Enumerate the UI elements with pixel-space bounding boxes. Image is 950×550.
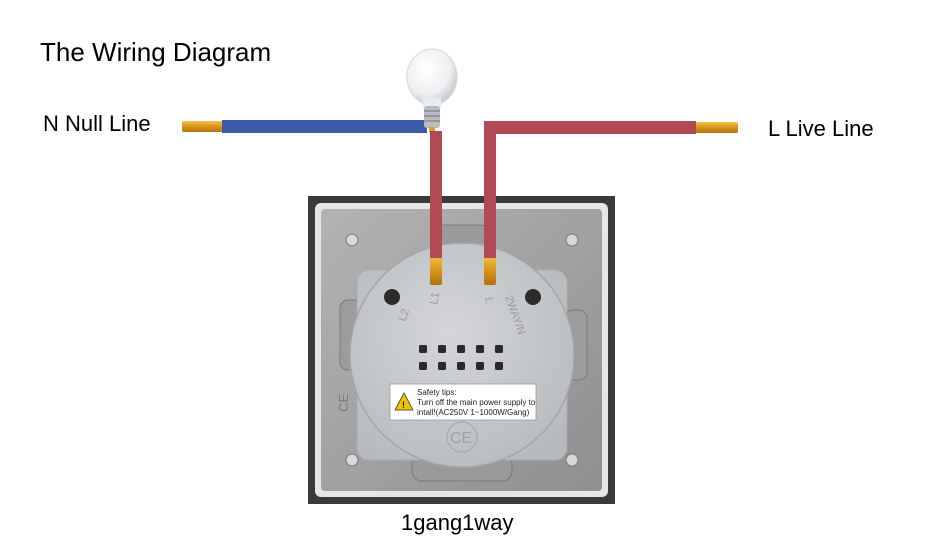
module-ce-mark: CE [450, 430, 472, 447]
null-line-label: N Null Line [43, 111, 151, 136]
warning-icon-mark: ! [402, 400, 405, 410]
safety-line1: Turn off the main power supply to [417, 398, 536, 407]
warning-icon [394, 392, 414, 411]
bulb-base-threads [424, 110, 440, 122]
plate-ce-mark: CE [336, 394, 351, 412]
diagram-title: The Wiring Diagram [40, 37, 272, 67]
safety-heading: Safety tips: [417, 388, 457, 397]
live-wire-tip [694, 122, 738, 133]
live-wire-vertical [484, 121, 496, 258]
screw-hole [345, 233, 359, 247]
terminal-label-l2: L2 [397, 307, 412, 323]
ce-mark-ring [446, 421, 478, 453]
null-wire [222, 120, 427, 133]
terminal-label-l: L [482, 296, 495, 304]
light-bulb-icon [406, 48, 458, 106]
load-wire [430, 131, 442, 258]
screw-hole [565, 453, 579, 467]
bulb-base [424, 106, 440, 128]
null-wire-tip [182, 121, 224, 132]
terminal-brass [484, 255, 496, 285]
safety-sticker [389, 383, 537, 421]
switch-model-label: 1gang1way [401, 510, 514, 535]
screw-hole [345, 453, 359, 467]
bulb-contact [429, 127, 435, 132]
bulb-neck [423, 98, 441, 108]
terminal-brass [430, 255, 442, 285]
terminal-screw-hole [525, 289, 541, 305]
terminal-label-l1: L1 [428, 291, 442, 305]
live-wire-horizontal [484, 121, 696, 134]
terminal-screw-hole [384, 289, 400, 305]
safety-line2: intall!(AC250V 1~1000W/Gang) [417, 408, 530, 417]
screw-hole [565, 233, 579, 247]
vent-slots [419, 345, 503, 370]
live-line-label: L Live Line [768, 116, 874, 141]
